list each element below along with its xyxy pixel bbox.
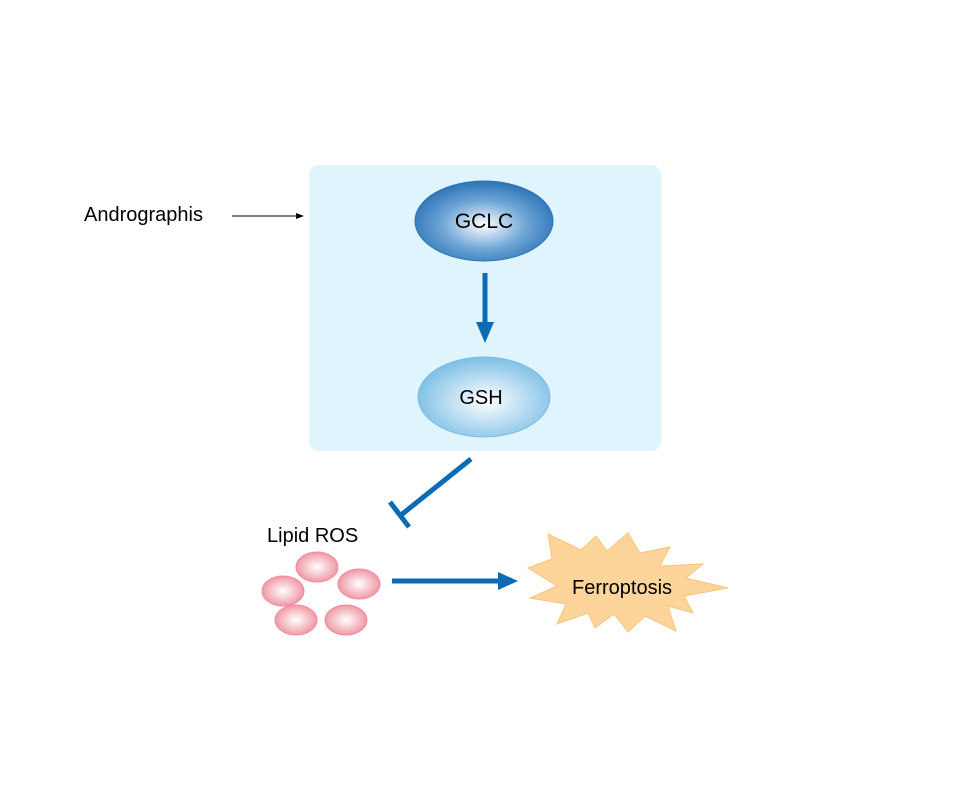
ferroptosis-burst: [526, 532, 729, 633]
lipid-ros-particles: [261, 551, 381, 636]
lipid-ros-particle: [274, 604, 318, 636]
andrographis-label: Andrographis: [84, 204, 203, 226]
lipid-ros-to-ferroptosis-arrow: [392, 572, 518, 590]
lipid-ros-particle: [324, 604, 368, 636]
ferroptosis-label: Ferroptosis: [572, 577, 672, 599]
gsh-node: [417, 356, 551, 438]
gsh-inhibits-lipid-ros: [388, 457, 473, 529]
gclc-node: [414, 180, 554, 262]
gsh-label: GSH: [459, 387, 502, 409]
lipid-ros-particle: [337, 568, 381, 600]
lipid-ros-particle: [295, 551, 339, 583]
lipid-ros-particle: [261, 575, 305, 607]
gclc-label: GCLC: [455, 210, 513, 233]
gclc-to-gsh-arrow: [476, 273, 494, 343]
lipid-ros-label: Lipid ROS: [267, 525, 358, 547]
